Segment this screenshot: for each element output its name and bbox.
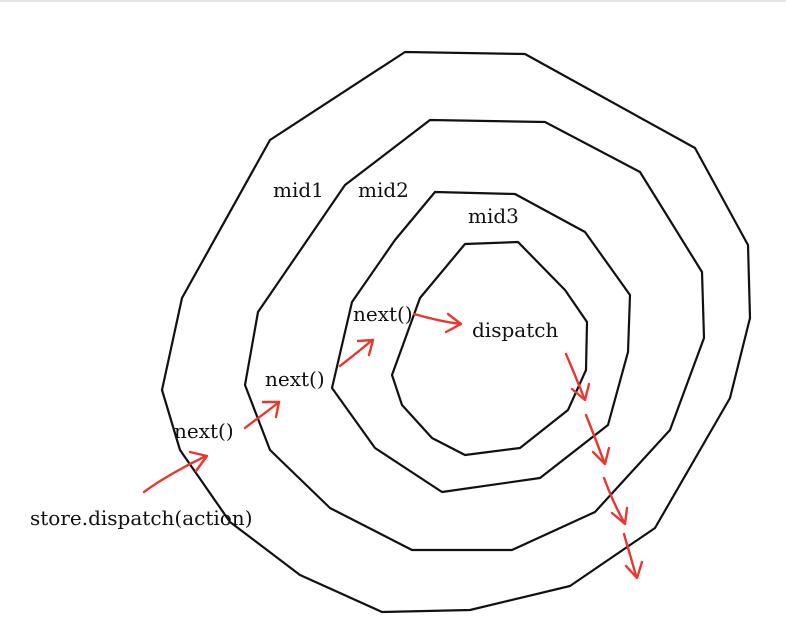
ring-mid3	[330, 190, 632, 494]
arrow-store-to-next	[142, 450, 209, 494]
ring-mid1	[160, 50, 752, 614]
label-mid1: mid1	[273, 178, 324, 202]
arrow-next3-to-dispatch	[412, 312, 463, 334]
label-next-middle: next()	[265, 367, 325, 391]
ring-dispatch	[390, 240, 589, 457]
label-dispatch: dispatch	[472, 318, 559, 342]
arrow-next2-to-next3	[338, 338, 375, 368]
label-mid3: mid3	[468, 204, 519, 228]
label-mid2: mid2	[358, 178, 409, 202]
arrow-return-2	[584, 413, 611, 466]
arrow-return-4	[622, 532, 644, 580]
top-divider	[0, 0, 786, 2]
label-next-outer: next()	[174, 419, 234, 443]
arrow-return-3	[602, 476, 629, 526]
label-next-inner: next()	[353, 302, 413, 326]
arrow-next1-to-next2	[243, 400, 281, 430]
arrow-return-1	[564, 352, 591, 402]
ring-mid2	[243, 118, 706, 552]
label-store-dispatch: store.dispatch(action)	[30, 506, 253, 530]
